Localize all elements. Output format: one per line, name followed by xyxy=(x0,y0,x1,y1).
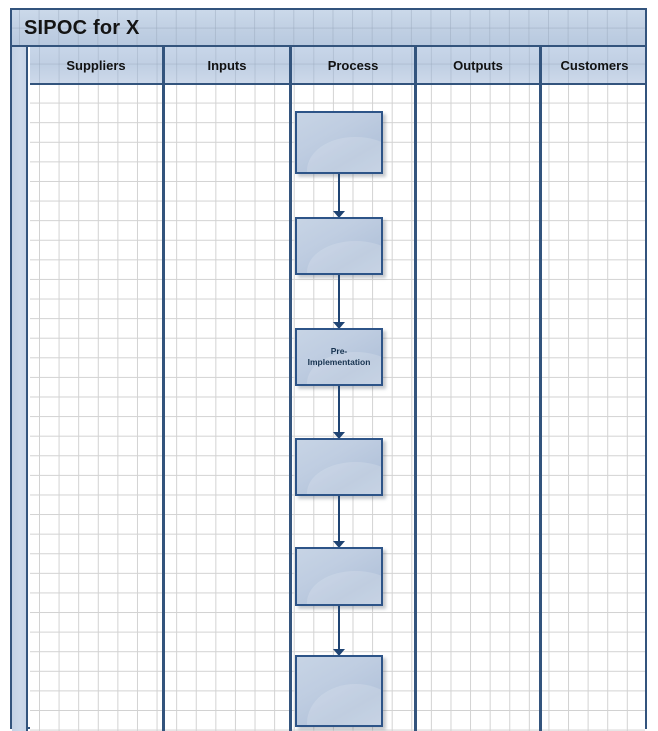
column-header-customers: Customers xyxy=(560,58,629,73)
column-header-process: Process xyxy=(327,58,379,73)
content-grid-area xyxy=(30,85,645,731)
diagram-title-bar: SIPOC for X xyxy=(12,10,645,47)
title-grid-pattern xyxy=(12,10,645,45)
page-title: SIPOC for X xyxy=(24,17,140,39)
column-separator-inputs xyxy=(162,47,165,731)
column-header-suppliers: Suppliers xyxy=(66,58,126,73)
header-grid-pattern xyxy=(30,47,645,83)
column-separator-process xyxy=(289,47,292,731)
content-grid-pattern xyxy=(30,85,645,731)
sipoc-frame: SIPOC for X Suppliers Inputs Process Output… xyxy=(10,8,647,731)
column-header-row xyxy=(30,47,645,85)
column-header-outputs: Outputs xyxy=(453,58,503,73)
column-header-inputs: Inputs xyxy=(207,58,247,73)
left-spine-column xyxy=(12,47,28,731)
column-separator-customers xyxy=(539,47,542,731)
column-separator-outputs xyxy=(414,47,417,731)
